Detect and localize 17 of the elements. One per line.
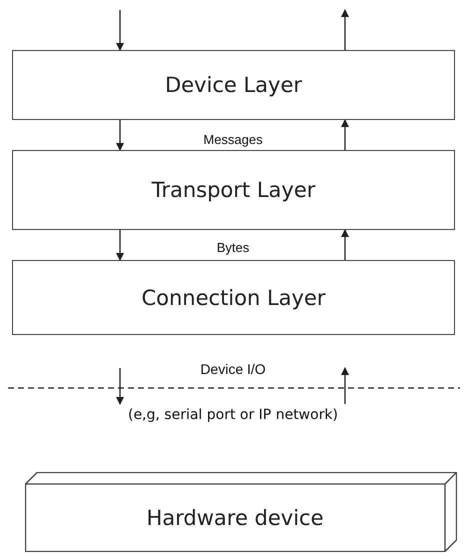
- layer-box: [12, 50, 455, 120]
- flow-label: Bytes: [216, 240, 250, 255]
- arrow: [341, 9, 349, 50]
- arrow: [341, 119, 349, 150]
- layer-box: [12, 150, 455, 230]
- arrow: [341, 229, 349, 260]
- arrow: [116, 120, 124, 151]
- layer-box: [12, 260, 455, 335]
- arrow: [116, 230, 124, 261]
- note-text: Device I/O: [200, 361, 266, 377]
- layer-title: Device Layer: [164, 73, 302, 97]
- layer-title: Connection Layer: [141, 286, 326, 310]
- layer-title: Hardware device: [146, 506, 324, 530]
- arrow: [116, 10, 124, 51]
- layer-title: Transport Layer: [152, 178, 316, 202]
- flow-label: Messages: [203, 132, 263, 147]
- note-text: (e,g, serial port or IP network): [128, 407, 338, 423]
